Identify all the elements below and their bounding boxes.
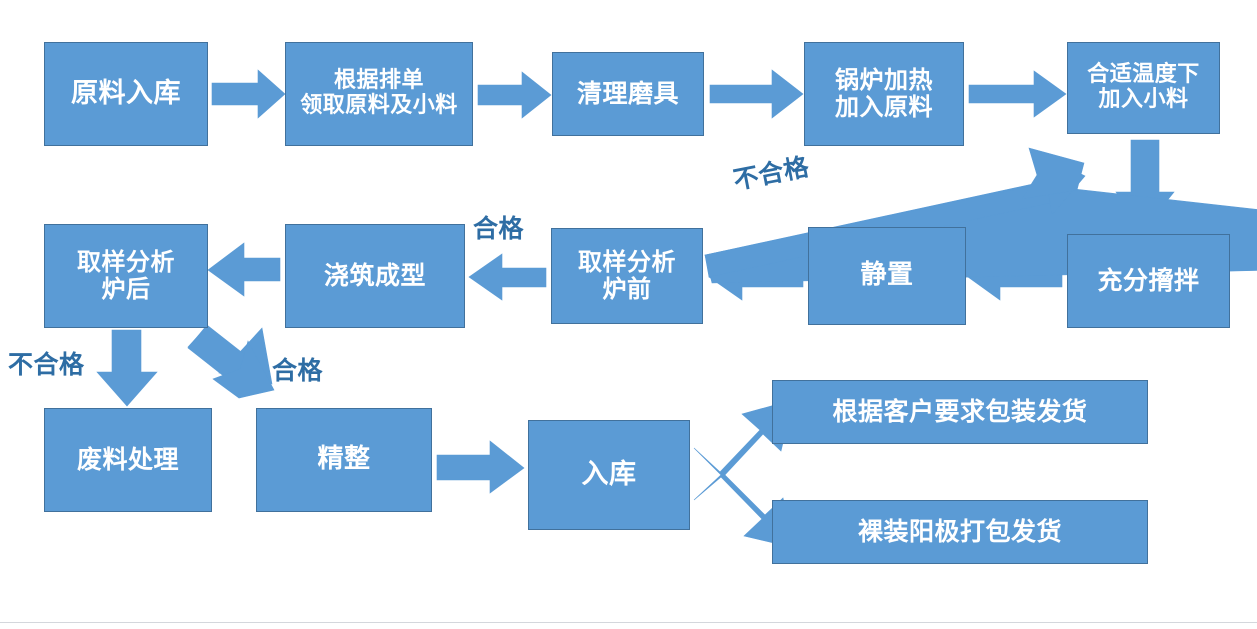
- edge-label-pass-to-cast: 合格: [473, 214, 525, 243]
- arrow-sample-post-pass-to-finish: [187, 325, 273, 385]
- node-warehouse-in[interactable]: 入库: [528, 420, 690, 530]
- node-waste-treatment[interactable]: 废料处理: [44, 408, 212, 512]
- node-sample-analysis-post[interactable]: 取样分析 炉后: [44, 224, 208, 328]
- edge-label-reject-to-addsmall: 不合格: [730, 151, 812, 196]
- footer-divider: [0, 622, 1257, 623]
- arrow-clean-to-heat: [709, 69, 804, 119]
- node-finishing[interactable]: 精整: [256, 408, 432, 512]
- arrow-pick-to-clean: [477, 71, 552, 119]
- arrow-sample-pre-reject-head: [1021, 147, 1085, 200]
- arrow-sample-post-pass-body: [187, 324, 264, 393]
- node-full-stir[interactable]: 充分搚拌: [1067, 234, 1230, 328]
- arrow-heat-to-addsmall: [968, 70, 1067, 118]
- edge-label-pass-to-finishing: 合格: [272, 356, 324, 385]
- node-clean-mold[interactable]: 清理磨具: [552, 52, 704, 136]
- arrow-rest-to-sample-pre: [708, 253, 804, 301]
- edge-label-reject-to-waste: 不合格: [8, 350, 85, 379]
- arrow-finish-to-store: [436, 440, 525, 494]
- node-rest[interactable]: 静置: [808, 227, 966, 325]
- node-sample-analysis-pre[interactable]: 取样分析 炉前: [551, 228, 703, 324]
- node-pick-materials[interactable]: 根据排单 领取原料及小料: [285, 42, 473, 146]
- arrow-addsmall-to-stir: [1115, 139, 1175, 229]
- node-bare-anode-pack-ship[interactable]: 裸装阳极打包发货: [772, 500, 1148, 564]
- arrow-sample-pre-pass-to-cast: [468, 253, 547, 301]
- arrow-cast-to-sample-post: [207, 242, 281, 297]
- arrow-sample-post-pass-head: [212, 340, 275, 399]
- arrow-raw-to-pick: [211, 69, 286, 119]
- node-add-small-material[interactable]: 合适温度下 加入小料: [1067, 42, 1220, 134]
- node-custom-pack-ship[interactable]: 根据客户要求包装发货: [772, 380, 1148, 444]
- node-raw-material-inbound[interactable]: 原料入库: [44, 42, 208, 146]
- node-cast-forming[interactable]: 浇筑成型: [285, 224, 465, 328]
- arrow-stir-to-rest: [967, 253, 1063, 301]
- arrow-sample-post-reject-to-waste: [96, 329, 158, 407]
- node-furnace-heat-add-material[interactable]: 锅炉加热 加入原料: [804, 42, 964, 146]
